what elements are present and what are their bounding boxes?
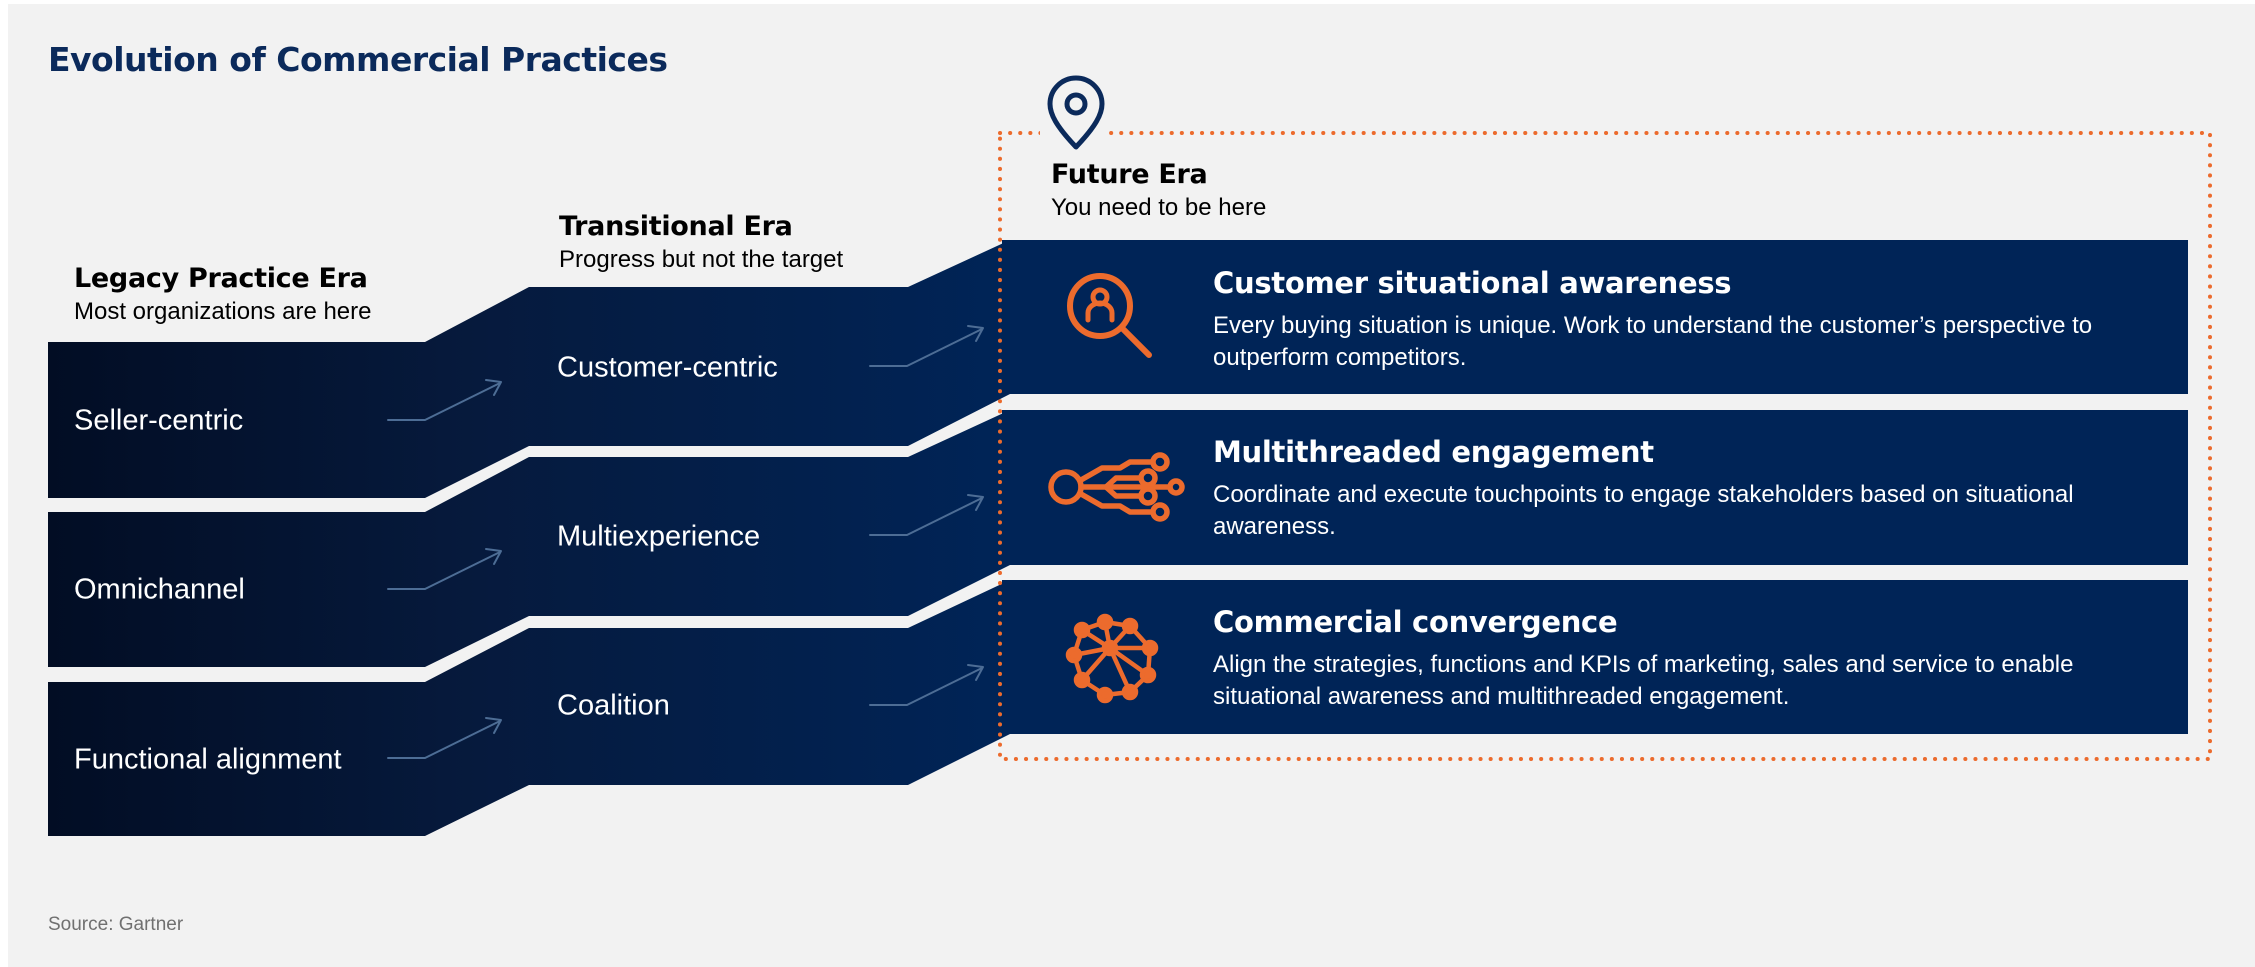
future-card-text-3: Commercial convergence Align the strateg… [1213, 605, 2153, 713]
arrow-legacy-to-transitional-3 [387, 717, 502, 759]
transitional-era-subtitle: Progress but not the target [559, 246, 844, 273]
page-title: Evolution of Commercial Practices [48, 40, 668, 79]
future-card-text-1: Customer situational awareness Every buy… [1213, 266, 2153, 374]
transitional-label-1: Customer-centric [557, 351, 778, 384]
future-card-2 [1002, 410, 2188, 565]
future-card-title: Multithreaded engagement [1213, 435, 1654, 469]
future-card-description: Coordinate and execute touchpoints to en… [1213, 481, 2074, 540]
legacy-label-1: Seller-centric [74, 404, 244, 437]
transitional-era-heading: Transitional Era Progress but not the ta… [559, 211, 843, 274]
source-note: Source: Gartner [48, 914, 184, 935]
future-card-description: Every buying situation is unique. Work t… [1213, 312, 2093, 371]
future-era-highlight-frame [998, 131, 2212, 761]
legacy-label-3: Functional alignment [74, 743, 342, 776]
legacy-label-2: Omnichannel [74, 573, 245, 606]
arrow-transitional-to-future-1 [869, 325, 984, 367]
transitional-label-3: Coalition [557, 689, 670, 722]
future-card-text-2: Multithreaded engagement Coordinate and … [1213, 435, 2153, 543]
future-era-title: Future Era [1051, 159, 1208, 190]
future-card-3 [1002, 580, 2188, 734]
legacy-era-subtitle: Most organizations are here [74, 298, 372, 325]
transitional-label-2: Multiexperience [557, 520, 761, 553]
legacy-era-heading: Legacy Practice Era Most organizations a… [74, 263, 372, 326]
transitional-era-title: Transitional Era [559, 211, 793, 242]
future-card-1 [1002, 240, 2188, 394]
future-card-title: Customer situational awareness [1213, 266, 1732, 300]
future-era-subtitle: You need to be here [1051, 194, 1267, 221]
arrow-transitional-to-future-3 [869, 664, 984, 706]
future-card-description: Align the strategies, functions and KPIs… [1213, 651, 2074, 710]
arrow-legacy-to-transitional-2 [387, 548, 502, 590]
future-card-title: Commercial convergence [1213, 605, 1618, 639]
location-pin-icon [1040, 75, 1108, 162]
arrow-legacy-to-transitional-1 [387, 379, 502, 421]
arrow-transitional-to-future-2 [869, 494, 984, 536]
legacy-era-title: Legacy Practice Era [74, 263, 368, 294]
circuit-threads-icon [1048, 452, 1185, 522]
network-mesh-icon [1065, 613, 1159, 704]
future-era-heading: Future Era You need to be here [1051, 159, 1266, 222]
magnifier-person-icon [1067, 273, 1152, 358]
